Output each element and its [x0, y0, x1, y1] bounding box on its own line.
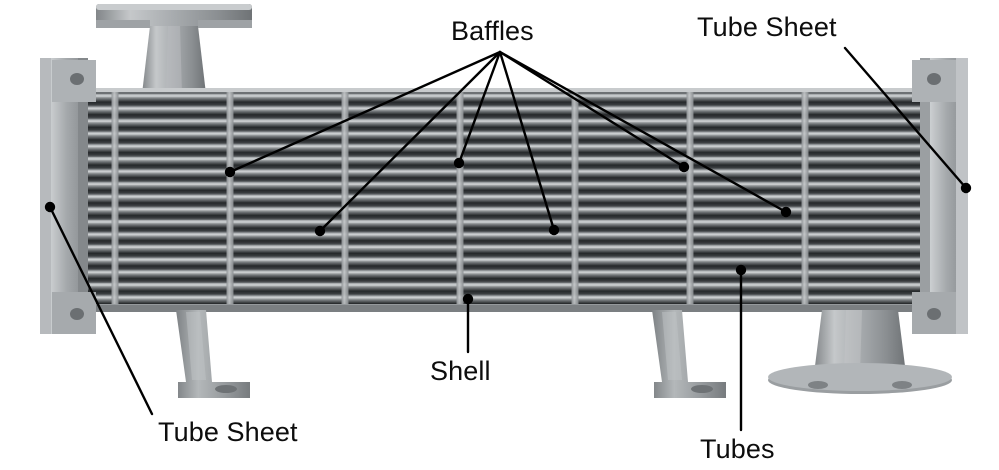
tube-highlight [88, 107, 920, 110]
tube-sheet-right [912, 58, 968, 334]
bottom-nozzle [768, 310, 952, 394]
baffle-plate-5 [571, 92, 579, 304]
tube-row [88, 232, 920, 245]
tube-highlight [88, 284, 920, 286]
tube-highlight [88, 183, 920, 185]
tube-row [88, 131, 920, 144]
leader-line-baffles-4 [498, 50, 556, 232]
leader-dot-tube-sheet-right-leader [960, 182, 972, 194]
leader-line-tube-sheet-left-leader [48, 205, 154, 416]
leader-dot-baffles-3 [453, 157, 465, 169]
leader-line-baffles-2 [318, 50, 502, 233]
tube-row [88, 270, 920, 283]
tube-highlight [88, 259, 920, 261]
tube-highlight [88, 196, 920, 198]
leader-dot-tube-sheet-left-leader [44, 201, 56, 213]
label-shell: Shell [430, 356, 491, 386]
leader-dot-baffles-6 [780, 206, 792, 218]
tube-row [88, 295, 920, 304]
leader-dot-tubes-leader [735, 264, 747, 276]
tube-highlight [88, 271, 920, 274]
baffles [111, 92, 809, 304]
tube-row [88, 157, 920, 170]
baffle-plate-3 [341, 92, 349, 304]
tube-row [88, 106, 920, 119]
baffle-plate-4 [456, 92, 464, 304]
tube-highlight [88, 120, 920, 122]
tube-sheet-left [40, 58, 96, 334]
tube-row [88, 257, 920, 270]
label-tube-sheet-right: Tube Sheet [697, 12, 837, 42]
top-nozzle [96, 4, 252, 94]
leader-line-baffles-1 [228, 50, 502, 174]
tube-row [88, 194, 920, 207]
baffle-plate-1 [111, 92, 119, 304]
label-tube-sheet-left: Tube Sheet [158, 417, 298, 447]
tube-row [88, 283, 920, 296]
leader-line-baffles-6 [498, 50, 788, 214]
tube-row [88, 94, 920, 107]
label-tubes: Tubes [700, 434, 775, 464]
leader-line-baffles-5 [498, 50, 686, 169]
saddle-left [176, 310, 250, 398]
leader-line-tube-sheet-right-leader [843, 46, 968, 190]
leader-dot-baffles-2 [314, 225, 326, 237]
leader-lines [44, 46, 972, 432]
tube-row [88, 245, 920, 258]
leader-dot-baffles-5 [678, 161, 690, 173]
baffle-plate-6 [686, 92, 694, 304]
tube-highlight [88, 246, 920, 248]
tube-row [88, 220, 920, 233]
baffle-plate-7 [801, 92, 809, 304]
leader-line-baffles-3 [457, 50, 502, 165]
tube-row [88, 119, 920, 132]
baffle-plate-2 [226, 92, 234, 304]
tube-highlight [88, 296, 920, 299]
tube-highlight [88, 95, 920, 97]
label-baffles: Baffles [451, 16, 534, 46]
tube-highlight [88, 170, 920, 173]
saddle-right [652, 310, 726, 398]
leader-dot-shell-leader [462, 293, 474, 305]
tube-row [88, 207, 920, 220]
tube-highlight [88, 158, 920, 160]
tube-highlight [88, 145, 920, 148]
tube-highlight [88, 221, 920, 223]
tube-highlight [88, 208, 920, 211]
tube-row [88, 144, 920, 157]
tubes [88, 92, 920, 304]
leader-dot-baffles-4 [548, 224, 560, 236]
tube-highlight [88, 133, 920, 135]
leader-dot-baffles-1 [224, 166, 236, 178]
tube-row [88, 169, 920, 182]
tube-row [88, 182, 920, 195]
tube-highlight [88, 233, 920, 236]
